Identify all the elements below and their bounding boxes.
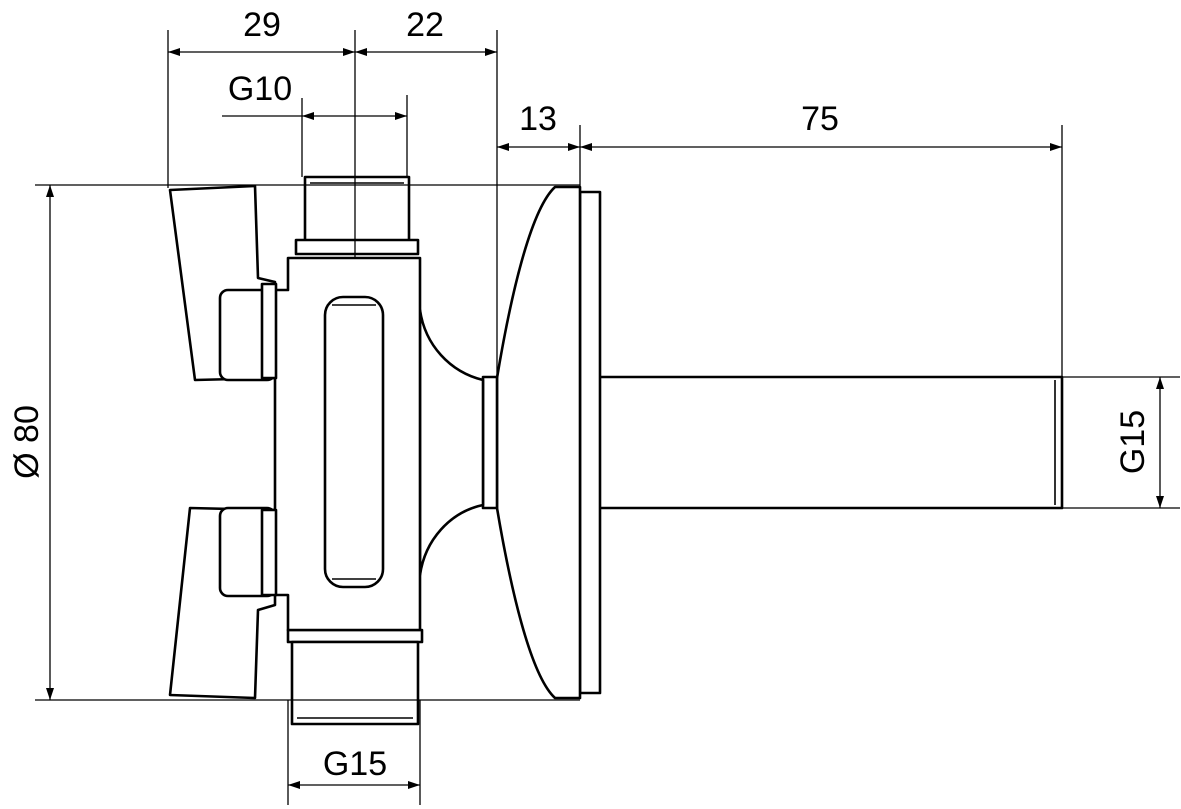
body-connector (418, 308, 485, 577)
flange-cover (495, 185, 582, 700)
upper-handle-stem (260, 282, 278, 380)
dim-22: 22 (406, 6, 444, 44)
bottom-collar (286, 628, 424, 644)
lower-handle-stem (260, 508, 278, 597)
top-nipple (303, 175, 411, 244)
dim-75: 75 (801, 100, 839, 138)
wall-plate (578, 190, 602, 695)
dim-13: 13 (519, 100, 557, 138)
faucet-body (168, 175, 1064, 726)
dimensions: 29 22 G10 13 75 Ø 80 G15 G15 (8, 6, 1164, 789)
bottom-nipple (290, 640, 420, 726)
dim-g10: G10 (228, 70, 292, 108)
top-collar (294, 238, 420, 256)
outlet-pipe (595, 375, 1064, 510)
dim-g15-bottom: G15 (323, 745, 387, 783)
body-slot (323, 295, 385, 589)
dim-g15-outlet: G15 (1114, 410, 1152, 474)
dim-diameter-80: Ø 80 (8, 405, 46, 479)
neck (481, 375, 499, 510)
dim-29: 29 (243, 6, 281, 44)
